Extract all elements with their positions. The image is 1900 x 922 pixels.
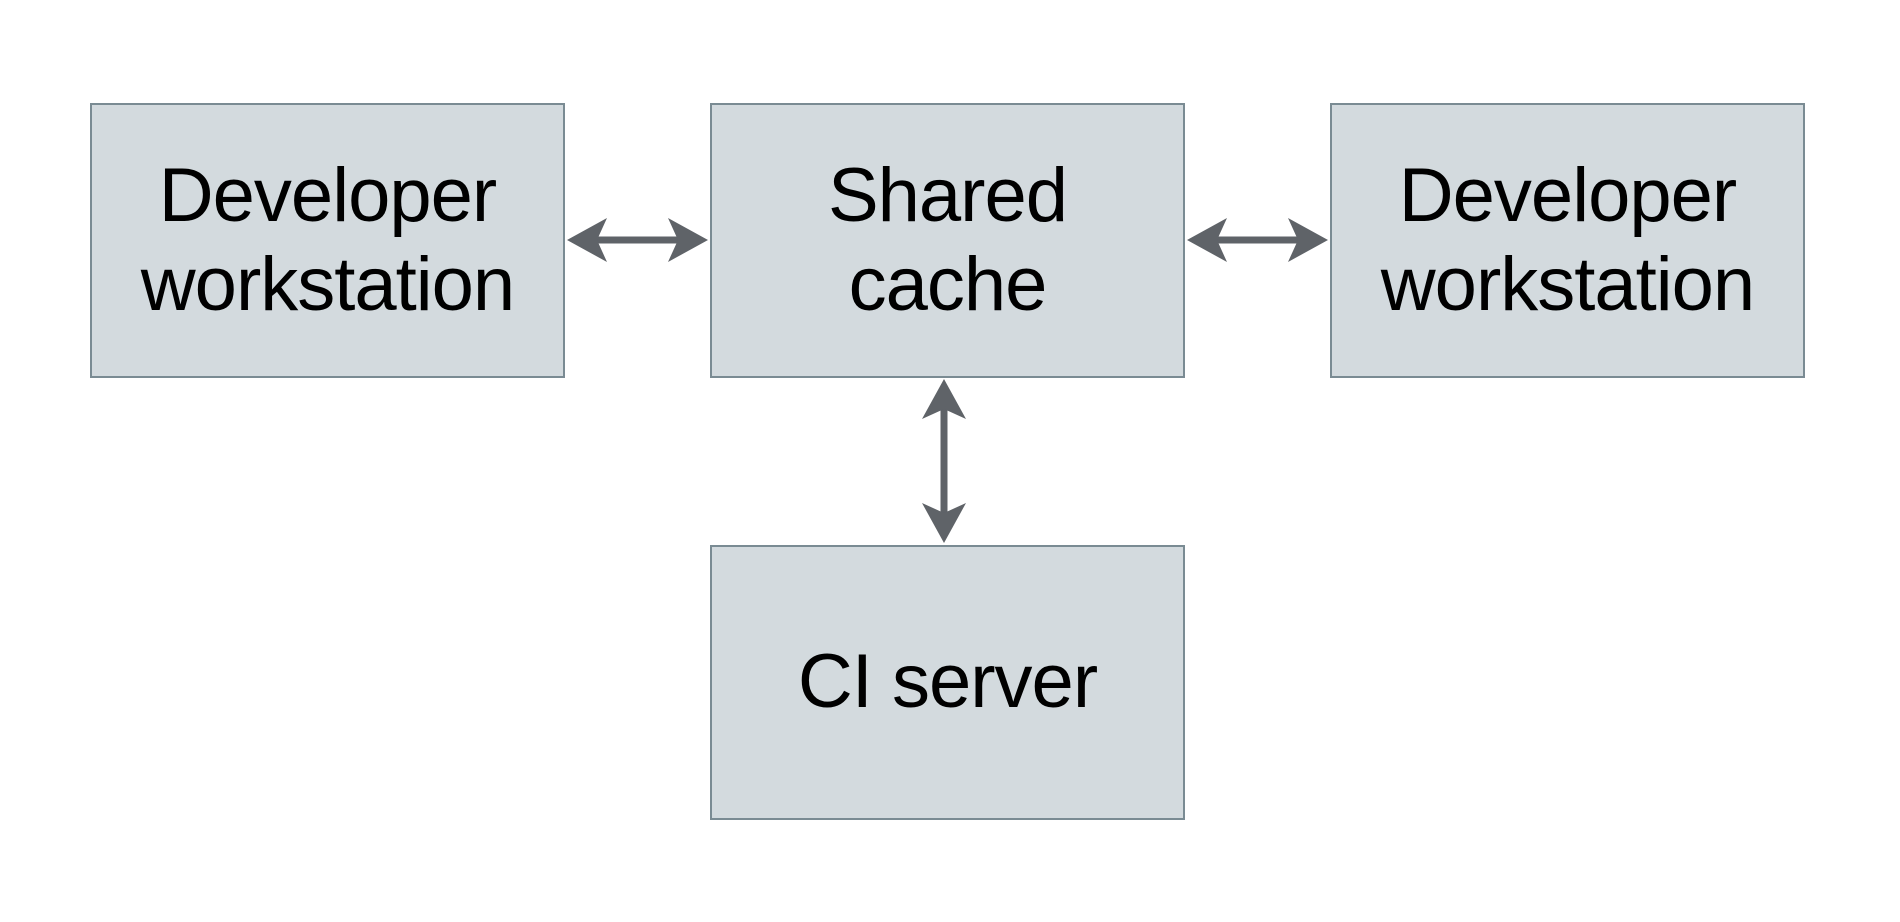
node-label: Developer workstation — [140, 153, 515, 327]
node-label: Shared cache — [827, 153, 1068, 327]
double-arrow-cache-ci-server-icon — [922, 379, 966, 543]
node-label: CI server — [797, 639, 1098, 725]
node-developer-workstation-right: Developer workstation — [1330, 103, 1805, 378]
node-developer-workstation-left: Developer workstation — [90, 103, 565, 378]
node-label: Developer workstation — [1380, 153, 1755, 327]
double-arrow-left-workstation-cache-icon — [567, 218, 708, 262]
node-shared-cache: Shared cache — [710, 103, 1185, 378]
node-ci-server: CI server — [710, 545, 1185, 820]
double-arrow-cache-right-workstation-icon — [1187, 218, 1328, 262]
